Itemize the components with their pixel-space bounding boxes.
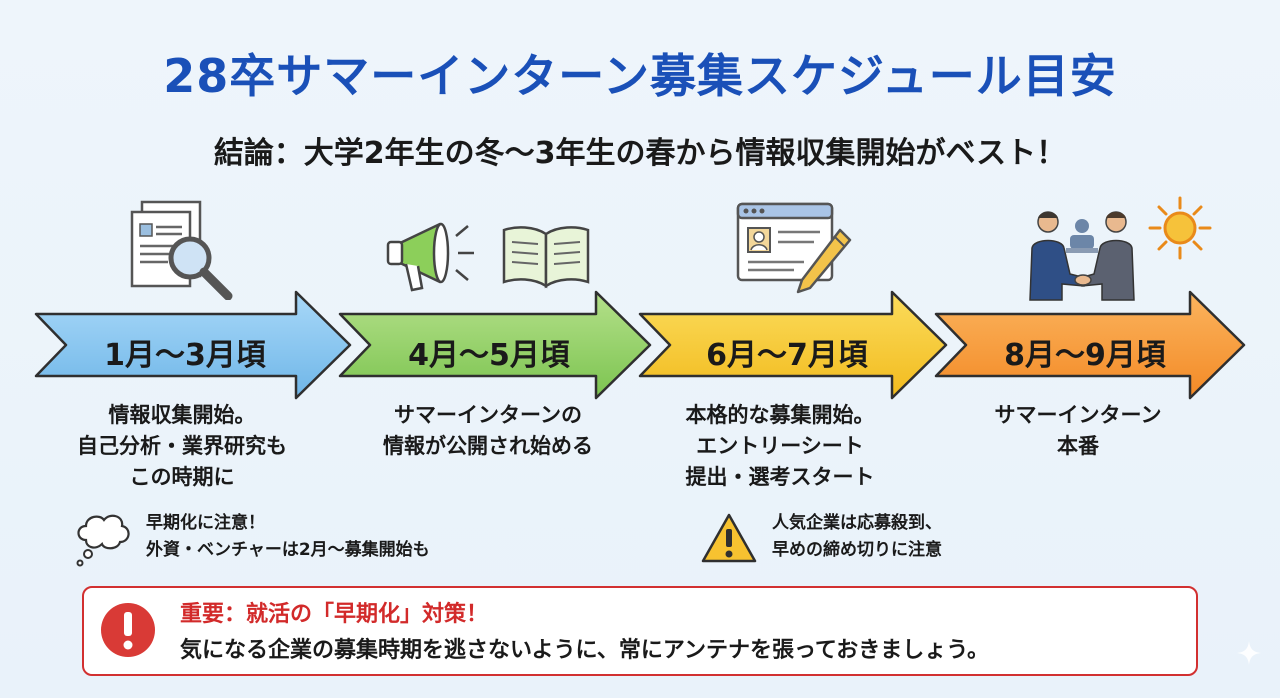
early-start-note: 早期化に注意！ 外資・ベンチャーは2月〜募集開始も	[146, 513, 430, 560]
sun-icon	[1148, 196, 1212, 260]
document-search-icon	[130, 200, 233, 300]
phase-4-description: サマーインターン 本番	[994, 403, 1162, 458]
timeline-arrows	[34, 290, 1246, 400]
entry-form-pencil-icon	[736, 202, 852, 294]
alert-body: 気になる企業の募集時期を逃さないように、常にアンテナを張っておきましょう。	[180, 638, 989, 663]
phase-3-description: 本格的な募集開始。 エントリーシート 提出・選考スタート	[685, 403, 875, 489]
phase-icons	[0, 190, 1280, 310]
arrow-phase-1	[34, 290, 352, 400]
sparkle-icon	[1237, 641, 1261, 665]
arrow-phase-2	[338, 290, 652, 400]
conclusion-subtitle: 結論：大学2年生の冬〜3年生の春から情報収集開始がベスト！	[213, 136, 1067, 171]
deadline-note: 人気企業は応募殺到、 早めの締め切りに注意	[772, 513, 942, 560]
important-alert-box: 重要：就活の「早期化」対策！ 気になる企業の募集時期を逃さないように、常にアンテ…	[82, 586, 1198, 676]
phase-1-description: 情報収集開始。 自己分析・業界研究も この時期に	[77, 403, 287, 489]
handshake-interview-icon	[1029, 211, 1135, 301]
open-book-icon	[502, 226, 590, 289]
arrow-phase-4	[934, 290, 1246, 400]
page-title: 28卒サマーインターン募集スケジュール目安	[163, 49, 1117, 103]
arrow-phase-3	[638, 290, 948, 400]
thought-bubble-icon	[76, 514, 130, 567]
phase-2-description: サマーインターンの 情報が公開され始める	[383, 403, 593, 458]
exclamation-circle-icon	[101, 603, 155, 657]
phase-2-label: 4月〜5月頃	[408, 338, 570, 373]
warning-icon	[701, 513, 757, 563]
alert-title: 重要：就活の「早期化」対策！	[180, 602, 489, 627]
phase-3-label: 6月〜7月頃	[706, 338, 868, 373]
phase-4-label: 8月〜9月頃	[1004, 338, 1166, 373]
phase-1-label: 1月〜3月頃	[104, 338, 266, 373]
megaphone-icon	[386, 222, 474, 292]
